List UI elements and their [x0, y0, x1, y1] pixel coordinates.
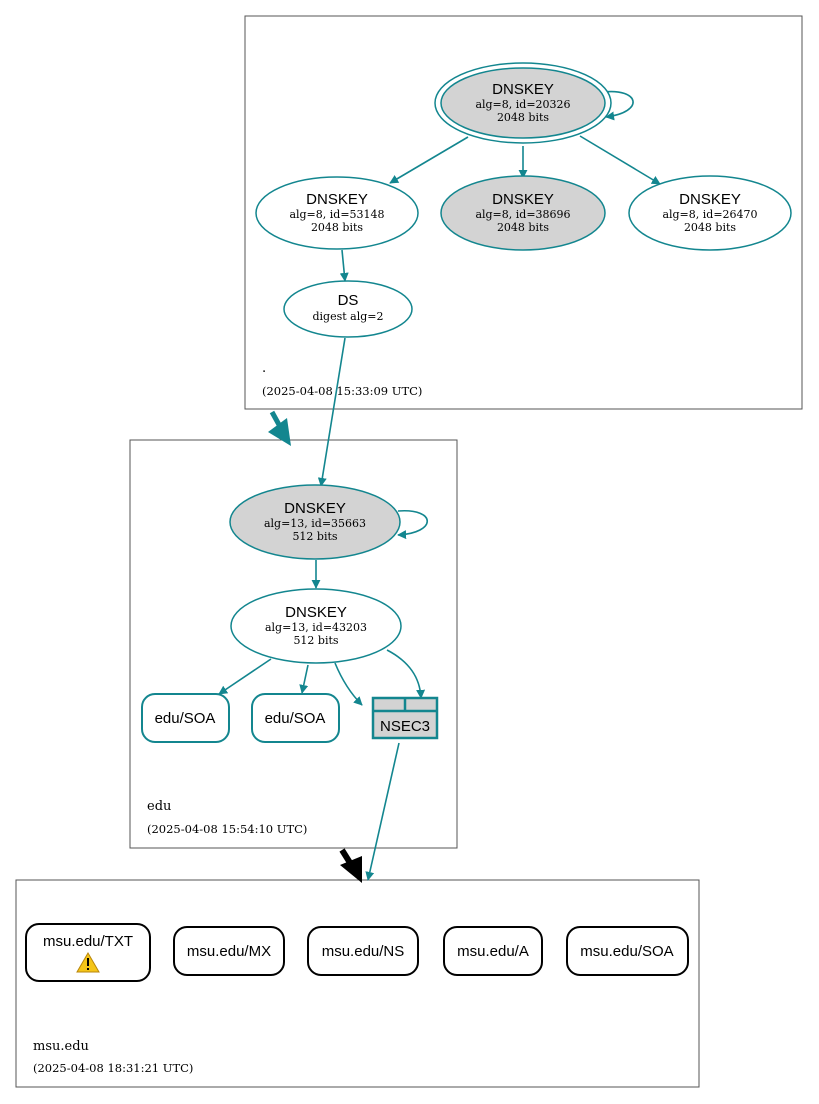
warning-icon: [76, 952, 100, 973]
edge-root-ksk-self: [602, 90, 634, 121]
edu-nsec3-label: NSEC3: [380, 718, 430, 735]
edu-zsk-title: DNSKEY: [285, 604, 347, 621]
edge-edu-zsk-nsec3-b: [386, 649, 426, 699]
edge-edu-zsk-soa1: [218, 658, 272, 695]
edge-delegation-edu-msu-head: [340, 856, 362, 883]
root-ksk-node[interactable]: DNSKEY alg=8, id=20326 2048 bits: [434, 62, 612, 144]
root-ksk-title: DNSKEY: [492, 81, 554, 98]
root-ds-title: DS: [338, 292, 359, 309]
root-zsk1-title: DNSKEY: [306, 191, 368, 208]
root-ksk-alg: alg=8, id=20326: [475, 98, 570, 111]
msu-a-node[interactable]: msu.edu/A: [443, 926, 543, 976]
edu-ksk-node[interactable]: DNSKEY alg=13, id=35663 512 bits: [229, 484, 401, 560]
edu-zsk-bits: 512 bits: [293, 634, 338, 647]
zone-msu-timestamp: (2025-04-08 18:31:21 UTC): [33, 1061, 193, 1075]
edu-soa1-label: edu/SOA: [155, 710, 216, 727]
msu-txt-node[interactable]: msu.edu/TXT: [25, 923, 151, 982]
msu-soa-label: msu.edu/SOA: [580, 943, 673, 960]
msu-soa-node[interactable]: msu.edu/SOA: [566, 926, 689, 976]
edge-root-ksk-zsk1: [389, 136, 469, 184]
edu-zsk-alg: alg=13, id=43203: [265, 621, 367, 634]
root-zsk2-bits: 2048 bits: [497, 221, 549, 234]
msu-mx-label: msu.edu/MX: [187, 943, 271, 960]
zone-msu-box: [15, 879, 700, 1088]
root-zsk3-node[interactable]: DNSKEY alg=8, id=26470 2048 bits: [628, 175, 792, 251]
edu-zsk-node[interactable]: DNSKEY alg=13, id=43203 512 bits: [230, 588, 402, 664]
edu-nsec3-node[interactable]: NSEC3: [371, 696, 439, 740]
edu-soa2-label: edu/SOA: [265, 710, 326, 727]
edge-zsk1-ds: [339, 249, 349, 282]
edge-nsec3-msu: [365, 742, 400, 881]
edge-root-ksk-zsk3: [579, 135, 661, 185]
zone-edu-timestamp: (2025-04-08 15:54:10 UTC): [147, 822, 307, 836]
root-ds-node[interactable]: DS digest alg=2: [283, 280, 413, 338]
root-zsk2-node[interactable]: DNSKEY alg=8, id=38696 2048 bits: [440, 175, 606, 251]
msu-ns-label: msu.edu/NS: [322, 943, 405, 960]
root-zsk3-bits: 2048 bits: [684, 221, 736, 234]
edu-soa1-node[interactable]: edu/SOA: [141, 693, 230, 743]
root-zsk3-alg: alg=8, id=26470: [662, 208, 757, 221]
zone-edu-name: edu: [147, 799, 171, 814]
edge-edu-zsk-nsec3-a: [334, 662, 363, 706]
root-zsk1-node[interactable]: DNSKEY alg=8, id=53148 2048 bits: [255, 176, 419, 250]
zone-root-timestamp: (2025-04-08 15:33:09 UTC): [262, 384, 422, 398]
edu-ksk-bits: 512 bits: [292, 530, 337, 543]
zone-root-name: .: [262, 361, 266, 376]
root-ksk-bits: 2048 bits: [497, 111, 549, 124]
root-ds-sub: digest alg=2: [312, 310, 383, 323]
root-zsk2-alg: alg=8, id=38696: [475, 208, 570, 221]
root-zsk1-bits: 2048 bits: [311, 221, 363, 234]
msu-a-label: msu.edu/A: [457, 943, 529, 960]
msu-mx-node[interactable]: msu.edu/MX: [173, 926, 285, 976]
edge-ds-edu-ksk: [317, 337, 346, 487]
edu-soa2-node[interactable]: edu/SOA: [251, 693, 340, 743]
edge-edu-zsk-soa2: [299, 664, 309, 694]
root-zsk3-title: DNSKEY: [679, 191, 741, 208]
root-zsk1-alg: alg=8, id=53148: [289, 208, 384, 221]
edu-ksk-title: DNSKEY: [284, 500, 346, 517]
edu-ksk-alg: alg=13, id=35663: [264, 517, 366, 530]
zone-msu: msu.edu (2025-04-08 18:31:21 UTC): [15, 879, 700, 1088]
edge-edu-ksk-self: [397, 510, 428, 540]
edge-delegation-root-edu-head: [268, 418, 291, 446]
msu-ns-node[interactable]: msu.edu/NS: [307, 926, 419, 976]
msu-txt-label: msu.edu/TXT: [43, 933, 133, 950]
zone-msu-name: msu.edu: [33, 1039, 89, 1054]
root-zsk2-title: DNSKEY: [492, 191, 554, 208]
